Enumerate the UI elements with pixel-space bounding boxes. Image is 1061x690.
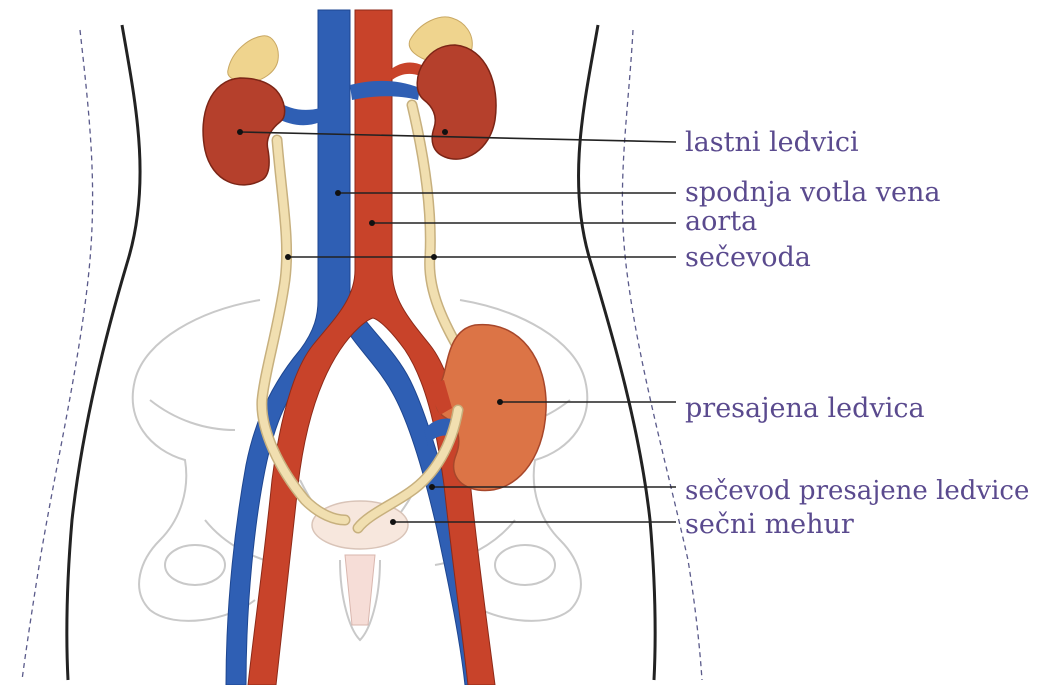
label-aorta: aorta <box>685 207 757 237</box>
label-own-kidneys: lastni ledvici <box>685 128 859 158</box>
kidney-right <box>417 45 496 159</box>
sacrum <box>345 555 375 625</box>
adrenal-left <box>228 36 279 82</box>
label-ureter: sečevoda <box>685 243 811 273</box>
torso-outline-right <box>579 25 656 680</box>
label-transplanted-ureter: sečevod presajene ledvice <box>685 476 1029 506</box>
label-transplanted-kidney: presajena ledvica <box>685 394 925 424</box>
label-bladder: sečni mehur <box>685 510 854 540</box>
torso-outline-left <box>67 25 140 680</box>
body-silhouette-left <box>22 30 93 680</box>
label-vena-cava: spodnja votla vena <box>685 178 941 208</box>
